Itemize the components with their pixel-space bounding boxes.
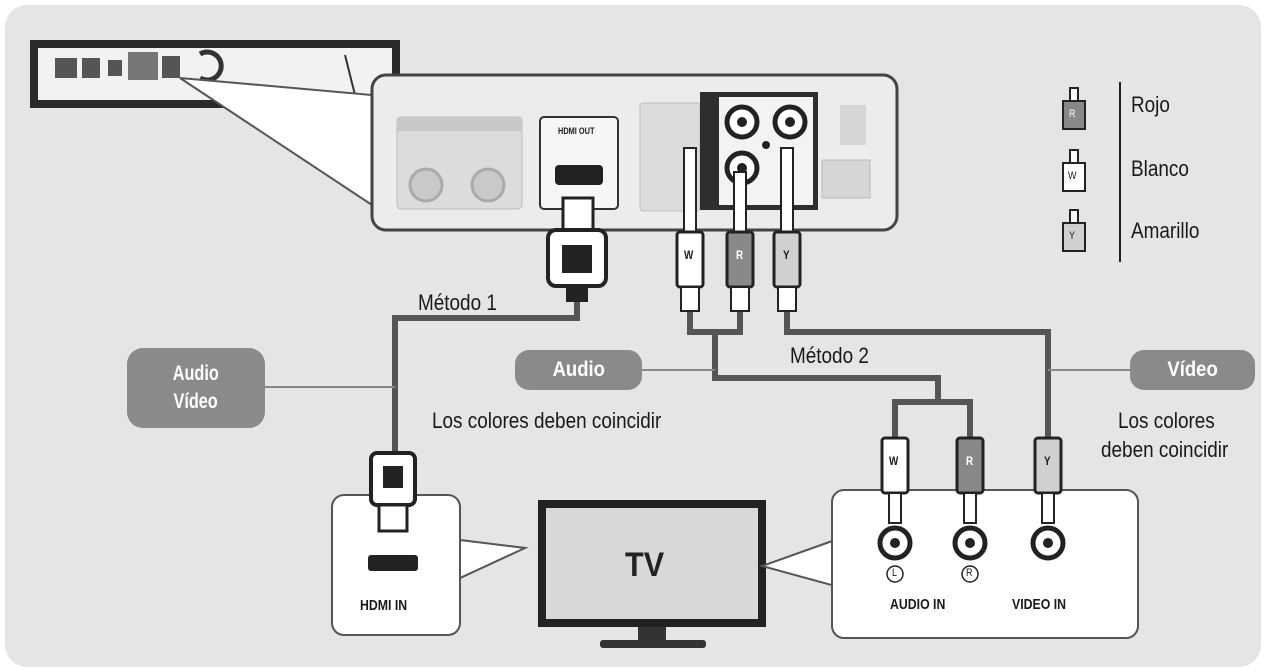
audio-in-label: AUDIO IN [890,596,946,613]
cables [392,300,1051,455]
hdmi-out-label: HDMI OUT [558,126,595,136]
legend-letter-y: Y [1069,230,1076,242]
blu-ray-player-icon [30,40,400,108]
legend-letter-w: W [1068,170,1077,182]
video-color-note-line2: deben coincidir [1101,437,1229,462]
audio-in-left-mark: L [892,567,898,579]
hdmi-in-box [331,451,529,636]
rca-plugs-top [675,147,802,312]
audio-color-note: Los colores deben coincidir [432,408,662,433]
av-in-box [758,436,1139,639]
legend-icons [1062,82,1121,262]
audio-video-tag-line1: Audio [172,362,220,385]
tag-leaders [265,369,1130,388]
video-tag: Vídeo [1130,350,1255,390]
zoom-callout [179,77,373,207]
rear-panel [370,73,899,232]
plug-letter-r-top: R [736,248,744,262]
tv-icon [538,500,766,648]
hdmi-plug-top-icon [546,196,608,302]
legend-label-rojo: Rojo [1131,92,1170,117]
video-color-note-line1: Los colores [1118,408,1215,433]
legend-label-amarillo: Amarillo [1131,218,1200,243]
method-2-label: Método 2 [790,343,869,368]
plug-letter-y-bottom: Y [1044,454,1051,468]
video-in-label: VIDEO IN [1012,596,1067,613]
method-1-label: Método 1 [418,290,497,315]
hdmi-in-label: HDMI IN [360,597,408,614]
audio-tag: Audio [515,350,642,390]
plug-letter-y-top: Y [783,248,790,262]
audio-in-right-mark: R [966,567,973,579]
plug-letter-w-bottom: W [889,454,899,468]
audio-video-tag-line2: Vídeo [173,390,219,413]
tv-label: TV [625,546,665,584]
plug-letter-r-bottom: R [966,454,974,468]
legend-letter-r: R [1069,108,1076,120]
legend-label-blanco: Blanco [1131,156,1189,181]
plug-letter-w-top: W [684,248,694,262]
